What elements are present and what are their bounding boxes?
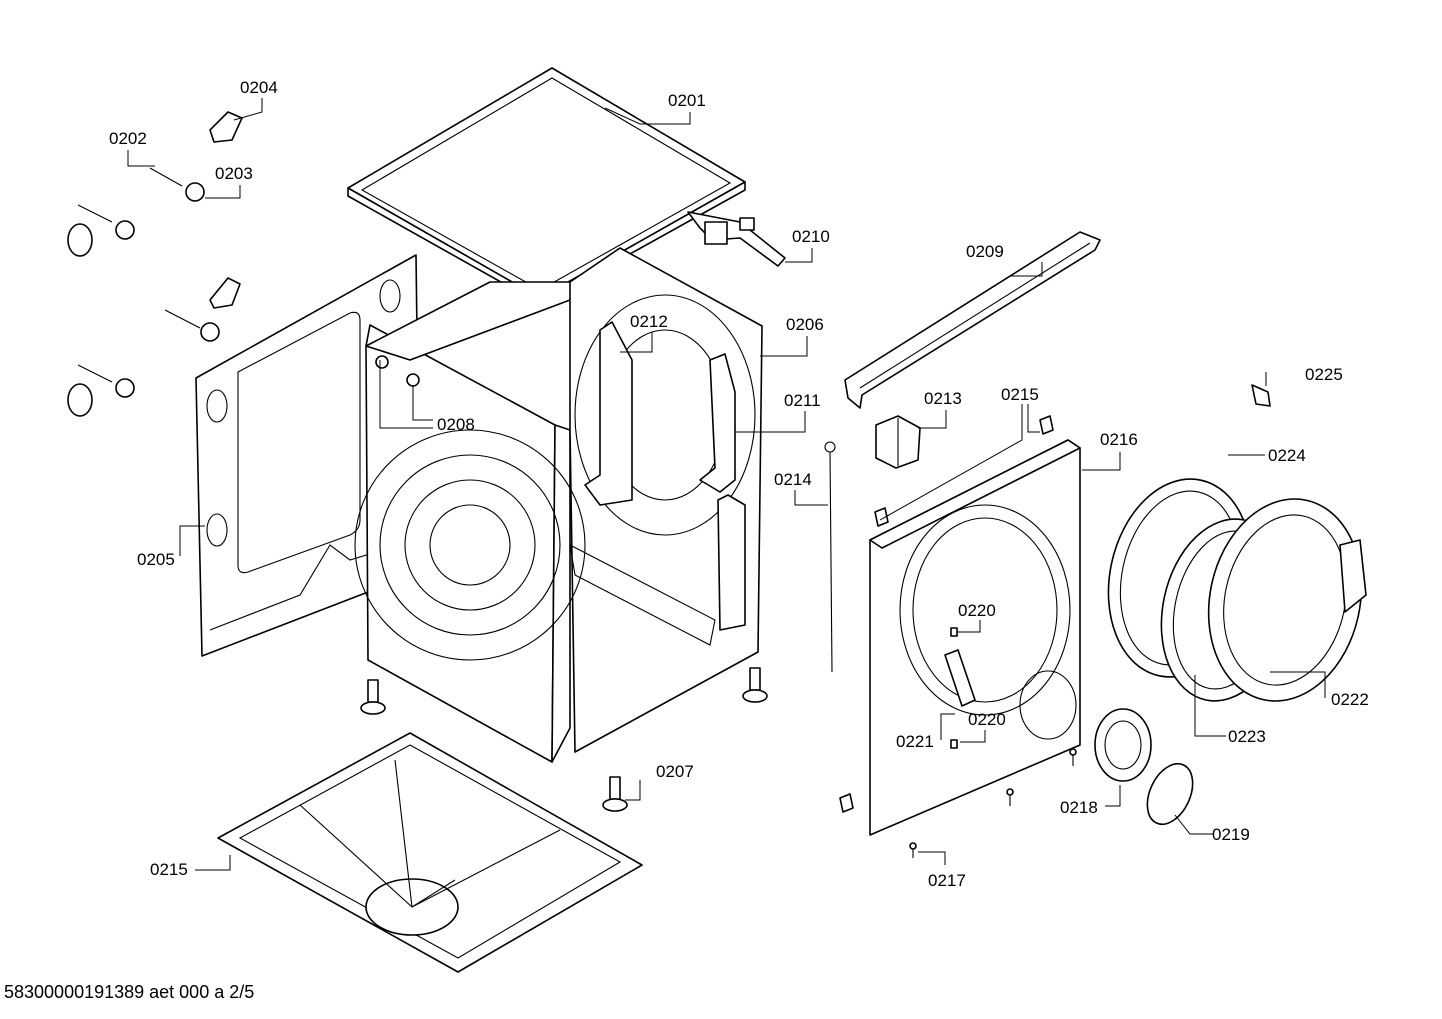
- part-front-panel: [869, 439, 1081, 836]
- part-base-frame: [217, 732, 643, 973]
- callout-0222: 0222: [1331, 690, 1369, 709]
- leader-lines: [127, 98, 1326, 871]
- part-cabinet: [354, 247, 763, 763]
- callout-labels: 0201 0202 0203 0204 0205 0206 0207 0208 …: [109, 78, 1369, 890]
- part-rear-panel: [195, 254, 421, 657]
- callout-0217: 0217: [928, 871, 966, 890]
- part-clips-screws: [839, 384, 1271, 858]
- callout-0219: 0219: [1212, 825, 1250, 844]
- callout-0210: 0210: [792, 227, 830, 246]
- callout-0209: 0209: [966, 242, 1004, 261]
- callout-0202: 0202: [109, 129, 147, 148]
- part-hose: [824, 441, 836, 673]
- callout-0211: 0211: [784, 391, 821, 410]
- callout-0215-front: 0215: [1001, 385, 1039, 404]
- callout-0225: 0225: [1305, 365, 1343, 384]
- callout-0221: 0221: [896, 732, 934, 751]
- callout-0216: 0216: [1100, 430, 1138, 449]
- part-side-rails: [584, 321, 746, 631]
- callout-0204: 0204: [240, 78, 278, 97]
- part-feet: [360, 667, 768, 812]
- part-top-bracket: [687, 211, 786, 267]
- callout-0214: 0214: [774, 470, 812, 489]
- callout-0218: 0218: [1060, 798, 1098, 817]
- callout-0207: 0207: [656, 762, 694, 781]
- callout-0215-base: 0215: [150, 860, 188, 879]
- callout-0220-upper: 0220: [958, 601, 996, 620]
- callout-0212: 0212: [630, 312, 668, 331]
- document-code: 58300000191389 aet 000 a 2/5: [4, 982, 255, 1002]
- part-door-lock-and-cover: [1094, 708, 1194, 826]
- callout-0223: 0223: [1228, 727, 1266, 746]
- part-control-module: [875, 415, 921, 469]
- callout-0201: 0201: [668, 91, 706, 110]
- part-door-rings: [1107, 478, 1367, 702]
- callout-0213: 0213: [924, 389, 962, 408]
- callout-0203: 0203: [215, 164, 253, 183]
- callout-0220-lower: 0220: [968, 710, 1006, 729]
- callout-0224: 0224: [1268, 446, 1306, 465]
- callout-0205: 0205: [137, 550, 175, 569]
- callout-0206: 0206: [786, 315, 824, 334]
- callout-0208: 0208: [437, 415, 475, 434]
